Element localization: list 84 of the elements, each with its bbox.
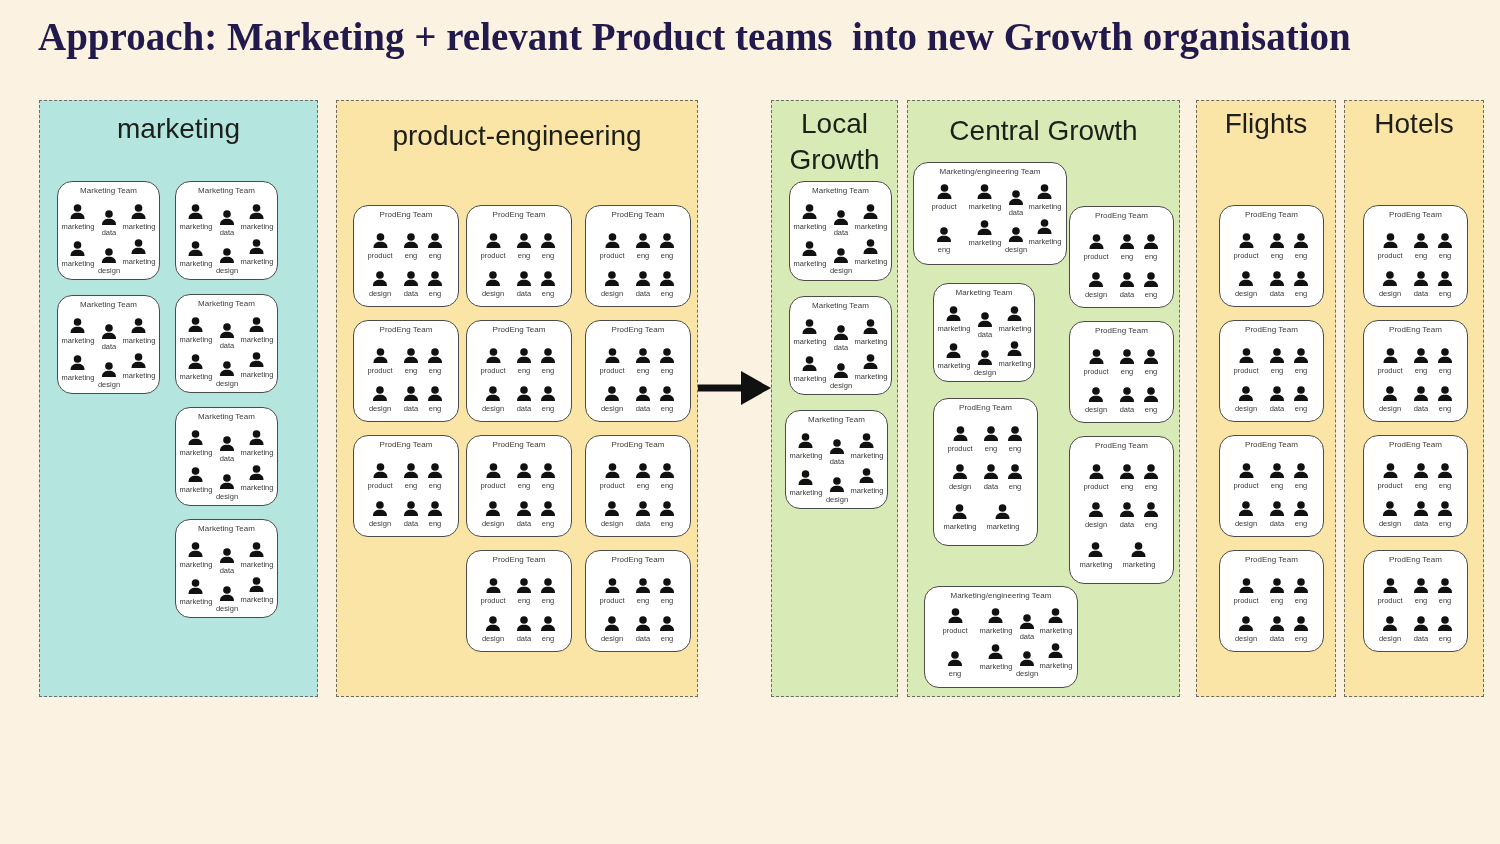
team-card (57, 181, 160, 280)
team-title: ProdEng Team (611, 555, 665, 565)
page-title: Approach: Marketing + relevant Product teams into new Growth organisation (38, 14, 1351, 61)
group-panel (771, 100, 898, 697)
arrow (698, 371, 771, 405)
team-title: Marketing Team (955, 288, 1013, 298)
team-card (785, 410, 888, 509)
team-title: ProdEng Team (1389, 325, 1442, 335)
team-card (1363, 205, 1468, 307)
team-card (57, 295, 160, 394)
team-title: Marketing/engineering Team (950, 591, 1052, 601)
team-card (466, 320, 572, 422)
team-card (1069, 206, 1174, 308)
team-title: ProdEng Team (1245, 440, 1298, 450)
team-card (585, 320, 691, 422)
group-panel (907, 100, 1180, 697)
team-card (924, 586, 1078, 688)
team-title: Marketing Team (198, 186, 255, 196)
panel-title: Hotels (1374, 107, 1454, 141)
team-title: Marketing Team (812, 186, 869, 196)
panel-title: Central Growth (949, 114, 1138, 148)
team-card (1069, 321, 1174, 423)
team-title: ProdEng Team (1389, 210, 1442, 220)
team-title: Marketing Team (808, 415, 865, 425)
team-card (353, 435, 459, 537)
team-title: ProdEng Team (1389, 555, 1442, 565)
team-title: ProdEng Team (492, 555, 546, 565)
team-card (585, 550, 691, 652)
panel-title: Flights (1224, 107, 1308, 141)
team-card (175, 519, 278, 618)
team-title: ProdEng Team (1389, 440, 1442, 450)
team-title: ProdEng Team (611, 210, 665, 220)
team-card (353, 320, 459, 422)
team-title: ProdEng Team (1095, 326, 1148, 336)
team-card (585, 205, 691, 307)
group-panel (39, 100, 318, 697)
team-title: ProdEng Team (379, 440, 433, 450)
team-title: Marketing Team (812, 301, 869, 311)
team-card (1219, 550, 1324, 652)
team-card (933, 283, 1035, 382)
team-card (1219, 205, 1324, 307)
team-title: ProdEng Team (611, 325, 665, 335)
team-card (175, 181, 278, 280)
team-card (1219, 435, 1324, 537)
group-panel (336, 100, 698, 697)
team-title: Marketing Team (198, 299, 255, 309)
team-card (1219, 320, 1324, 422)
team-title: ProdEng Team (1095, 441, 1148, 451)
team-card (466, 205, 572, 307)
team-title: ProdEng Team (492, 440, 546, 450)
team-card (913, 162, 1067, 265)
team-title: ProdEng Team (959, 403, 1012, 413)
team-card (466, 435, 572, 537)
team-title: ProdEng Team (1245, 555, 1298, 565)
team-title: ProdEng Team (1245, 210, 1298, 220)
team-card (466, 550, 572, 652)
team-title: ProdEng Team (492, 210, 546, 220)
team-card (789, 296, 892, 395)
team-card (353, 205, 459, 307)
team-title: ProdEng Team (379, 210, 433, 220)
team-title: ProdEng Team (492, 325, 546, 335)
team-card (1363, 320, 1468, 422)
team-title: Marketing Team (198, 524, 255, 534)
group-panel (1196, 100, 1336, 697)
team-title: ProdEng Team (1095, 211, 1148, 221)
panel-title: Local Growth (788, 107, 881, 177)
group-panel (1344, 100, 1484, 697)
team-card (1069, 436, 1174, 584)
team-title: Marketing Team (80, 300, 137, 310)
team-card (175, 407, 278, 506)
team-card (1363, 550, 1468, 652)
team-card (585, 435, 691, 537)
team-title: Marketing Team (80, 186, 137, 196)
team-title: ProdEng Team (379, 325, 433, 335)
team-title: Marketing/engineering Team (939, 167, 1041, 177)
panel-title: product-engineering (392, 119, 642, 153)
team-card (933, 398, 1038, 546)
team-card (175, 294, 278, 393)
team-title: ProdEng Team (1245, 325, 1298, 335)
panel-title: marketing (117, 112, 240, 146)
team-card (789, 181, 892, 281)
team-card (1363, 435, 1468, 537)
team-title: ProdEng Team (611, 440, 665, 450)
team-title: Marketing Team (198, 412, 255, 422)
